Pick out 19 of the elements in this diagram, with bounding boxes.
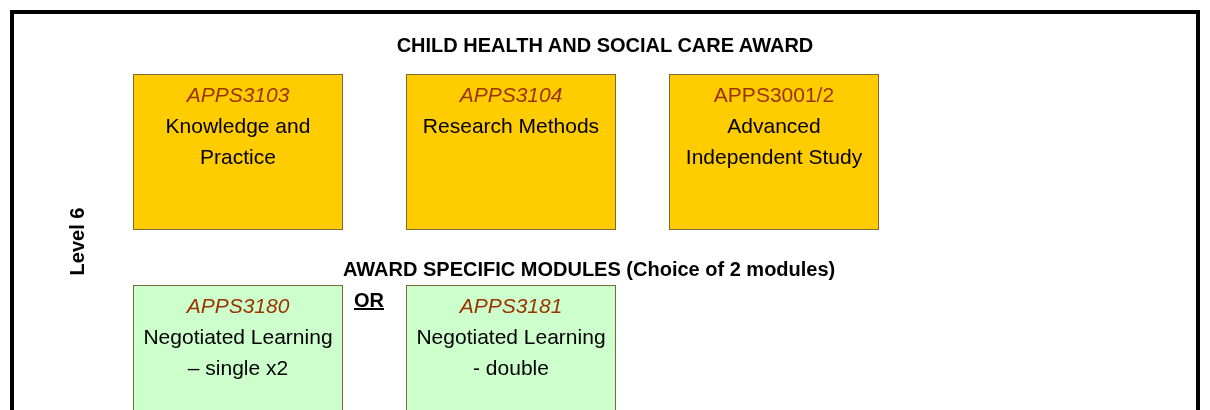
module-code: APPS3181 [458, 293, 564, 319]
diagram-title: CHILD HEALTH AND SOCIAL CARE AWARD [395, 34, 815, 57]
module-box [406, 285, 616, 410]
module-title: Research Methods [421, 113, 601, 139]
module-title: Negotiated Learning – single x2 [142, 324, 334, 381]
module-code: APPS3001/2 [712, 82, 836, 108]
or-label: OR [354, 289, 384, 312]
module-code: APPS3103 [185, 82, 291, 108]
module-code: APPS3180 [185, 293, 291, 319]
module-box [133, 285, 343, 410]
level-label: Level 6 [66, 207, 90, 276]
section-heading: AWARD SPECIFIC MODULES (Choice of 2 modules) [343, 258, 836, 281]
module-box [669, 74, 879, 230]
module-box [133, 74, 343, 230]
module-title: Advanced Independent Study [684, 113, 864, 170]
module-title: Negotiated Learning - double [415, 324, 607, 381]
module-box [406, 74, 616, 230]
module-code: APPS3104 [458, 82, 564, 108]
module-title: Knowledge and Practice [164, 113, 312, 170]
